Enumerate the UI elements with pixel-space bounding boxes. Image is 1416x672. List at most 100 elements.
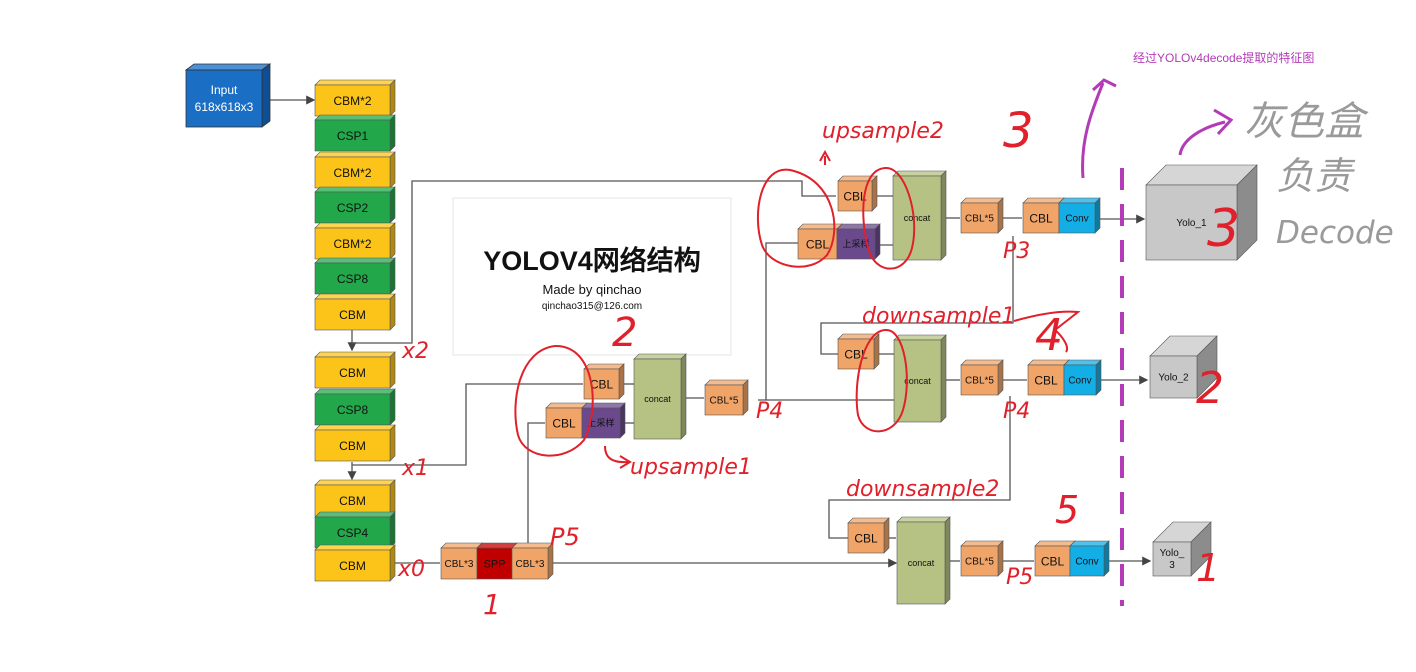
cbl-block-label: CBL — [552, 416, 576, 430]
title-text: YOLOV4网络结构 — [483, 245, 701, 276]
yolo-2-cube-label: Yolo_2 — [1158, 373, 1189, 384]
yolo-2-cube: Yolo_2 — [1149, 335, 1218, 399]
label-downsample2: downsample2 — [846, 477, 999, 502]
yolo-3-cube-label: Yolo_3 — [1160, 548, 1185, 571]
cbl-block-label: CBL — [854, 531, 878, 545]
cbl-block: CBL — [1034, 540, 1076, 577]
decode-caption: 经过YOLOv4decode提取的特征图 — [1133, 50, 1314, 65]
backbone-block-csp8: CSP8 — [314, 257, 396, 295]
backbone-block-csp2: CSP2 — [314, 186, 396, 224]
backbone-block-csp1-label: CSP1 — [337, 129, 369, 143]
conv-block: Conv — [1063, 359, 1102, 396]
purple-right-arrow — [1178, 108, 1234, 156]
label-n4: 4 — [1035, 310, 1063, 361]
concat-block: concat — [896, 516, 951, 605]
yolo-1-cube: Yolo_1 — [1145, 164, 1258, 261]
backbone-block-cbm: CBM — [314, 544, 396, 582]
concat-block-label: concat — [904, 213, 931, 223]
cbl-block-label: CBL — [1041, 554, 1065, 568]
label-yolo-n2: 2 — [1196, 363, 1224, 414]
label-p5: P5 — [550, 523, 580, 551]
backbone-block-cbmx2: CBM*2 — [314, 79, 396, 117]
backbone-block-cbm: CBM — [314, 351, 396, 389]
input-block: Input 618x618x3 — [184, 63, 272, 128]
cbl-block-label: CBL — [1034, 373, 1058, 387]
backbone-block-cbm-label: CBM — [339, 494, 366, 508]
concat-block-label: concat — [644, 394, 671, 404]
backbone-block-cbmx2: CBM*2 — [314, 222, 396, 260]
cbl3-block-b-label: CBL*3 — [516, 559, 545, 570]
cbl-block: CBL — [545, 402, 588, 439]
backbone-block-cbmx2: CBM*2 — [314, 151, 396, 189]
label-n2: 2 — [612, 310, 637, 356]
cbl-block-label: CBL — [1029, 211, 1053, 225]
backbone-block-csp4-label: CSP4 — [337, 526, 369, 540]
red-circles — [514, 149, 1081, 469]
cbl5-block-label: CBL*5 — [965, 376, 994, 387]
backbone-block-cbm: CBM — [314, 479, 396, 517]
cbl3-block-a: CBL*3 — [440, 542, 483, 580]
handwritten-annotations: 经过YOLOv4decode提取的特征图 灰色盒 负责 Decode upsam… — [397, 50, 1394, 621]
conv-block: Conv — [1069, 540, 1110, 577]
author-text: Made by qinchao — [542, 282, 641, 297]
backbone-block-cbm: CBM — [314, 424, 396, 462]
upsample-block-label: 上采样 — [842, 238, 869, 249]
cbl5-block: CBL*5 — [960, 540, 1004, 577]
cbl5-block: CBL*5 — [960, 359, 1004, 396]
backbone-block-cbm-label: CBM — [339, 439, 366, 453]
spp-block-label: SPP — [483, 558, 505, 570]
cbl5-block-label: CBL*5 — [965, 214, 994, 225]
backbone-block-cbm-label: CBM — [339, 308, 366, 322]
cbl3-block-b: CBL*3 — [511, 542, 554, 580]
label-yolo-n1: 1 — [1196, 546, 1220, 590]
label-n5: 5 — [1055, 488, 1079, 532]
label-p5-right: P5 — [1006, 565, 1033, 590]
conv-block-label: Conv — [1065, 214, 1088, 225]
upsample-block: 上采样 — [836, 223, 881, 260]
upsample-block-label: 上采样 — [587, 417, 614, 428]
title-panel — [452, 197, 732, 356]
backbone-block-csp8-label: CSP8 — [337, 403, 369, 417]
label-downsample1: downsample1 — [862, 304, 1015, 329]
concat-block-label: concat — [908, 558, 935, 568]
purple-up-arrow — [1081, 78, 1117, 179]
cbl-block-label: CBL — [806, 237, 830, 251]
upsample-block: 上采样 — [581, 402, 626, 439]
backbone-block-cbm-label: CBM — [339, 366, 366, 380]
email-text: qinchao315@126.com — [542, 301, 642, 312]
concat-block-label: concat — [904, 376, 931, 386]
cbl-block: CBL — [837, 175, 878, 212]
backbone-block-cbmx2-label: CBM*2 — [333, 237, 371, 251]
input-size: 618x618x3 — [195, 100, 254, 114]
concat-block: concat — [633, 353, 687, 440]
gray-note-line1: 灰色盒 — [1244, 99, 1369, 145]
backbone-block-csp8-label: CSP8 — [337, 272, 369, 286]
conv-block-label: Conv — [1075, 557, 1098, 568]
cbl-block: CBL — [847, 517, 890, 554]
gray-note-line2: 负责 — [1276, 154, 1356, 198]
backbone-block-cbm: CBM — [314, 293, 396, 331]
conv-block: Conv — [1058, 197, 1101, 234]
cbl5-block-label: CBL*5 — [710, 396, 739, 407]
backbone-block-cbmx2-label: CBM*2 — [333, 166, 371, 180]
label-yolo-n3: 3 — [1207, 199, 1240, 259]
conv-block-label: Conv — [1068, 376, 1091, 387]
backbone-block-cbmx2-label: CBM*2 — [333, 94, 371, 108]
cbl5-block: CBL*5 — [960, 197, 1004, 234]
backbone-block-cbm-label: CBM — [339, 559, 366, 573]
label-x0: x0 — [397, 557, 425, 582]
backbone-block-csp1: CSP1 — [314, 114, 396, 152]
cbl-block-label: CBL — [843, 189, 867, 203]
backbone-block-csp8: CSP8 — [314, 388, 396, 426]
label-upsample1: upsample1 — [630, 455, 752, 480]
cbl-block: CBL — [837, 333, 880, 370]
label-upsample2: upsample2 — [822, 119, 944, 144]
label-n1: 1 — [483, 588, 501, 621]
connections — [270, 95, 1152, 568]
backbone-stack: CBM*2CSP1CBM*2CSP2CBM*2CSP8CBMCBMCSP8CBM… — [314, 79, 396, 582]
backbone-block-csp4: CSP4 — [314, 511, 396, 549]
cbl3-block-a-label: CBL*3 — [445, 559, 474, 570]
cbl5-block-label: CBL*5 — [965, 557, 994, 568]
